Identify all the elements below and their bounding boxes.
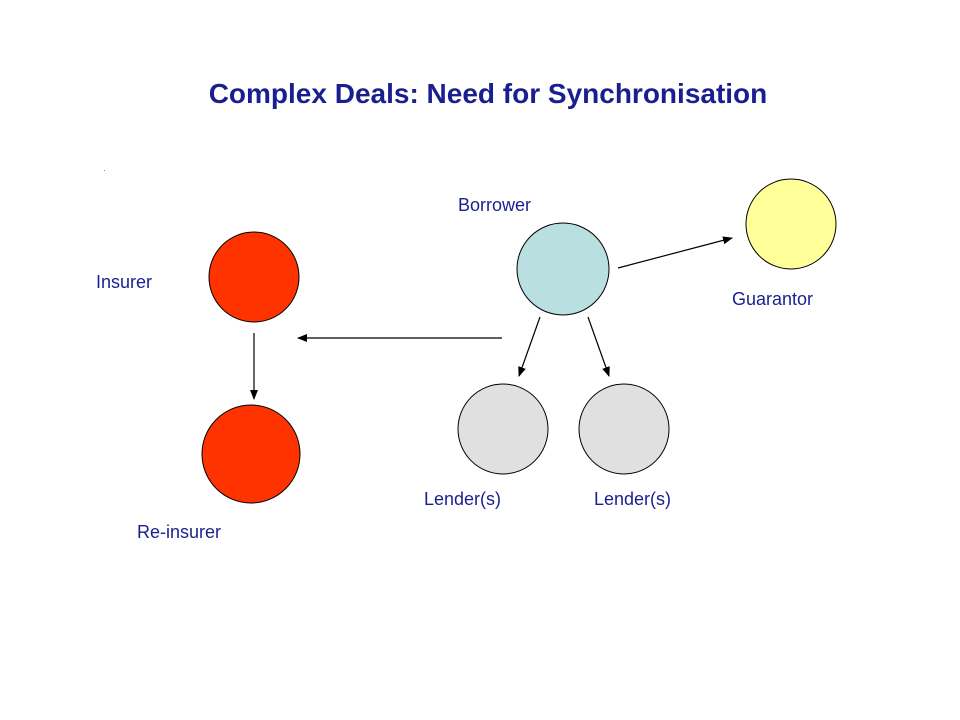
borrower-label: Borrower	[458, 195, 532, 215]
reinsurer-node	[201, 404, 301, 504]
edge-borrower-lender2	[587, 316, 610, 377]
page-title: Complex Deals: Need for Synchronisation	[208, 78, 768, 109]
lender2-label: Lender(s)	[594, 489, 672, 509]
lender2-node	[578, 383, 670, 475]
edge-borrower-guarantor	[617, 236, 733, 269]
insurer-label: Insurer	[96, 272, 153, 292]
reinsurer-label: Re-insurer	[137, 522, 222, 542]
lender1-node	[457, 383, 549, 475]
lender1-label: Lender(s)	[424, 489, 502, 509]
stray-dot	[104, 170, 105, 171]
insurer-node	[208, 231, 300, 323]
guarantor-label: Guarantor	[732, 289, 814, 309]
edge-borrower-lender1	[518, 316, 541, 377]
guarantor-node	[745, 178, 837, 270]
borrower-node	[516, 222, 610, 316]
